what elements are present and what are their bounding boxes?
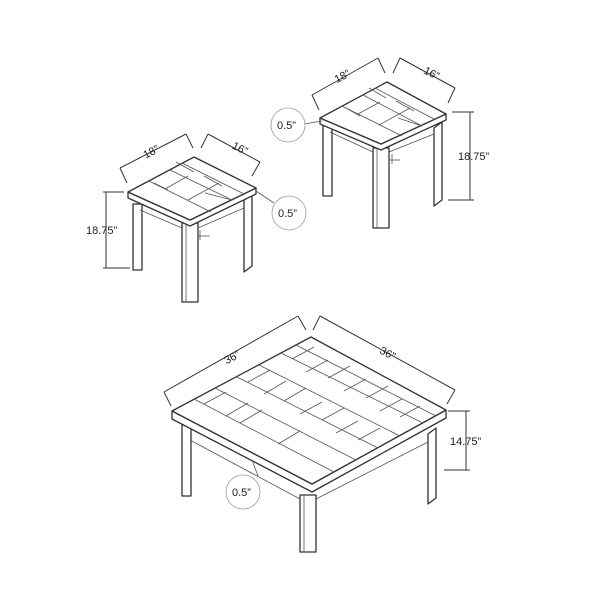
end-table-right-thickness-label: 0.5” [277, 120, 296, 132]
end-table-right-thickness-callout [270, 107, 306, 143]
end-table-left: 18” 16” 18.75” 0.5” [86, 133, 307, 303]
end-table-left-dimensions [103, 133, 261, 269]
end-table-left-legs [132, 193, 253, 303]
end-table-left-thickness-leader [255, 190, 275, 204]
end-table-right-tiles [341, 87, 435, 137]
end-table-right-dimensions [311, 57, 474, 201]
end-table-right-top [319, 81, 447, 145]
coffee-table-top [171, 336, 447, 485]
end-table-right-thickness-leader [303, 120, 323, 125]
coffee-table-thickness-callout [225, 474, 261, 510]
end-table-right-width-label: 16” [421, 65, 441, 83]
end-table-left-thickness-label: 0.5” [278, 208, 297, 220]
coffee-table-tiles [193, 344, 437, 473]
coffee-table-thickness-label: 0.5” [232, 487, 251, 499]
coffee-table-length-label: 36” [222, 349, 242, 367]
coffee-table-height-label: 14.75” [450, 436, 482, 448]
end-table-left-height-label: 18.75” [86, 225, 118, 237]
end-table-left-top [127, 156, 257, 221]
end-table-left-tiles [148, 161, 245, 213]
end-table-left-length-label: 18” [141, 143, 161, 161]
coffee-table-legs [181, 424, 437, 553]
coffee-table-thickness-leader [251, 459, 259, 477]
coffee-table: 36” 36” 14.75” 0.5” [163, 315, 482, 553]
end-table-left-thickness-callout [271, 195, 307, 231]
coffee-table-width-label: 36” [377, 345, 397, 363]
end-table-right-length-label: 18” [333, 68, 353, 86]
coffee-table-dimensions [163, 315, 470, 471]
end-table-right: 18” 16” 18.75” 0.5” [270, 57, 490, 229]
end-table-right-height-label: 18.75” [458, 151, 490, 163]
